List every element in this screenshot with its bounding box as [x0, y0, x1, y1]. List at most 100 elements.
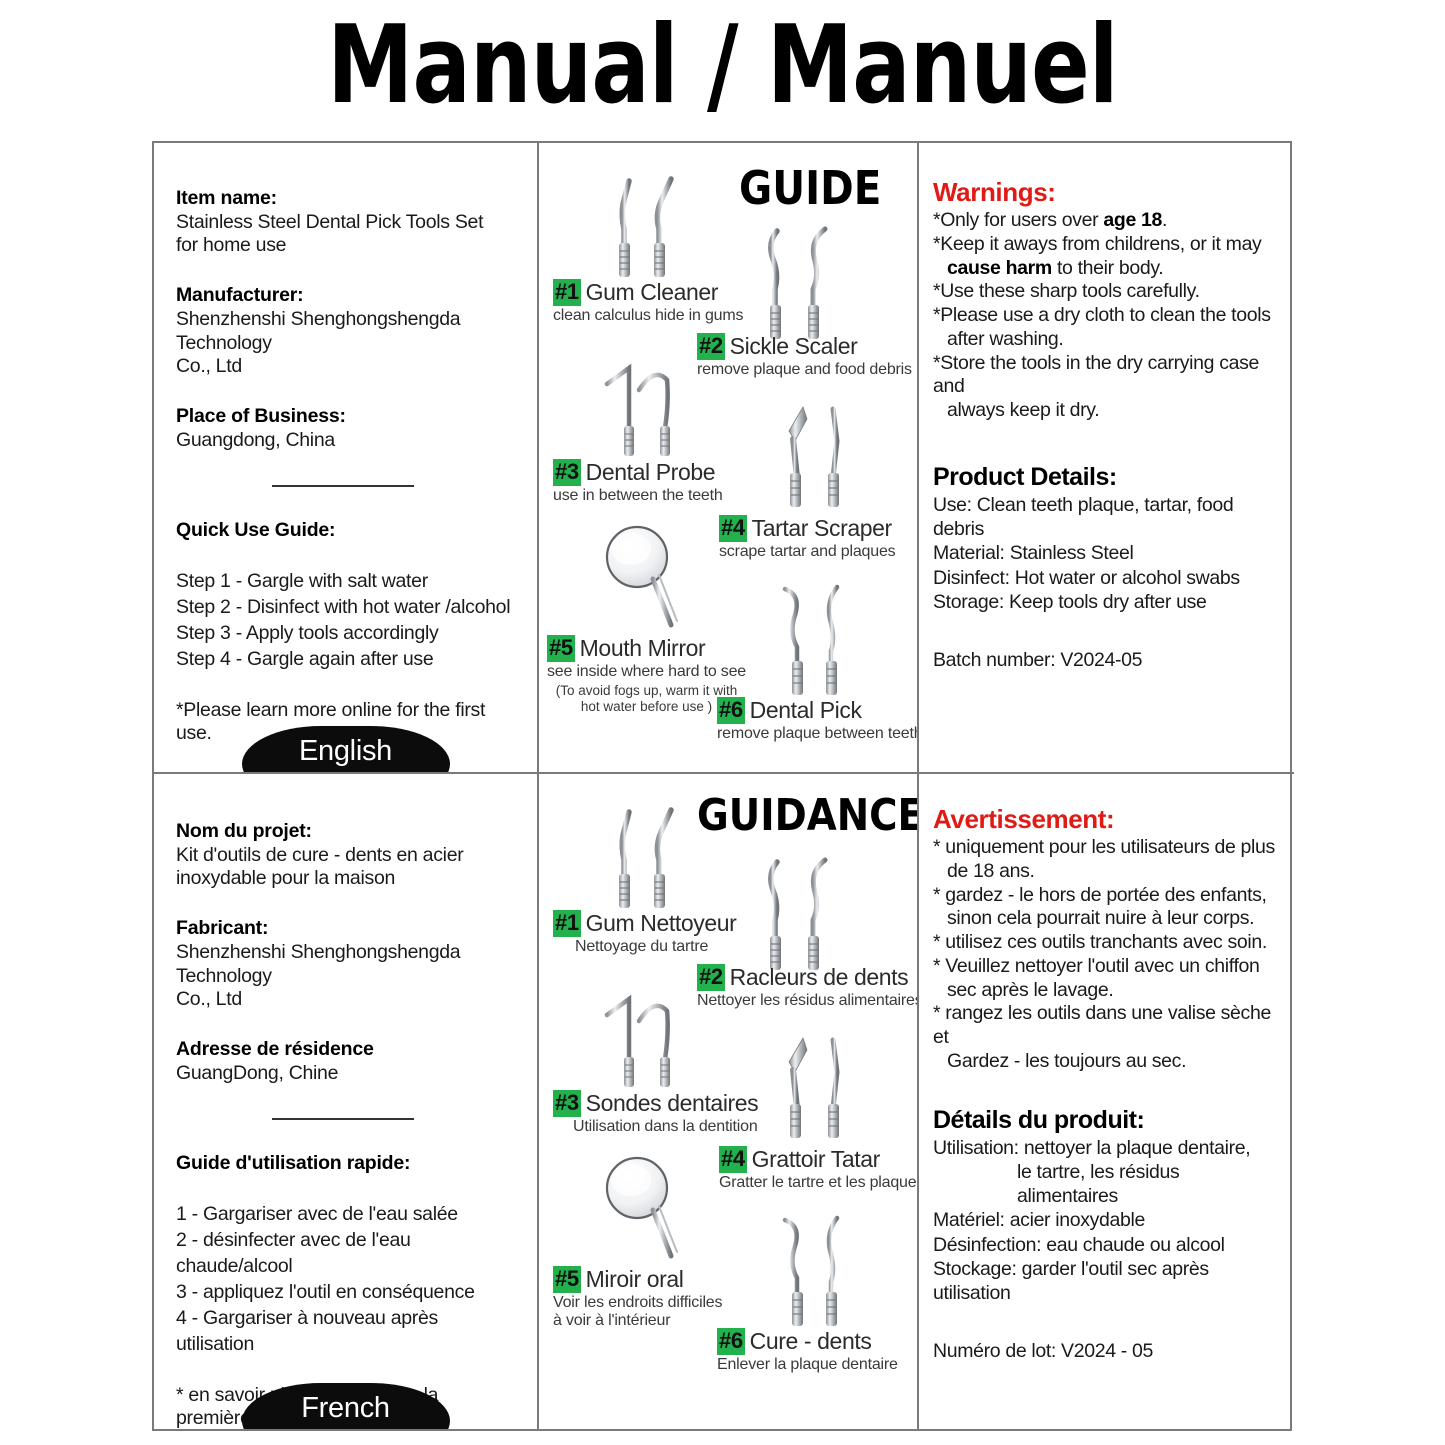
- tool-name-1-en: Gum Cleaner: [585, 279, 719, 305]
- tool-desc-6-en: remove plaque between teeth: [717, 725, 919, 742]
- tool-label-1-fr: #1 Gum Nettoyeur: [553, 910, 737, 937]
- tool-sub-5a-fr: à voir à l'intérieur: [553, 1312, 671, 1329]
- fr-step-1: 1 - Gargariser avec de l'eau salée: [176, 1203, 458, 1226]
- english-warnings-panel: Warnings: *Only for users over age 18. *…: [919, 143, 1294, 774]
- fr-manufacturer-line1: Shenzhenshi Shenghongshengda Technology: [176, 941, 461, 987]
- en-place-value: Guangdong, China: [176, 429, 335, 452]
- fr-guide-heading: GUIDANCE: [697, 790, 919, 841]
- fr-warn-line-8: * rangez les outils dans une valise sèch…: [933, 1002, 1271, 1049]
- tool-sub-5a-en: (To avoid fogs up, warm it with: [555, 683, 738, 698]
- en-item-name-line1: Stainless Steel Dental Pick Tools Set: [176, 211, 484, 233]
- tool-desc-3-en: use in between the teeth: [553, 487, 723, 504]
- tool-name-5-en: Mouth Mirror: [579, 635, 706, 661]
- tool-badge-5-fr: #5: [553, 1266, 581, 1293]
- fr-place-label: Adresse de résidence: [176, 1038, 374, 1061]
- en-item-name-label: Item name:: [176, 187, 277, 209]
- tool-badge-1-en: #1: [553, 279, 581, 306]
- language-pill-french: French: [241, 1383, 450, 1429]
- tool-desc-5-fr: Voir les endroits difficiles: [553, 1294, 723, 1311]
- en-warnings-heading: Warnings:: [933, 177, 1056, 207]
- en-footnote: *Please learn more online for the first …: [176, 698, 486, 744]
- fr-place-value: GuangDong, Chine: [176, 1062, 339, 1085]
- tool-art-sondes-dentaires: [604, 994, 670, 1087]
- tool-name-4-fr: Grattoir Tatar: [751, 1146, 881, 1172]
- tool-label-4-fr: #4 Grattoir Tatar: [719, 1146, 917, 1173]
- en-pd-line-4: Storage: Keep tools dry after use: [933, 590, 1207, 613]
- tool-label-3-en: #3 Dental Probe: [553, 459, 723, 486]
- fr-item-name-line1: Kit d'outils de cure - dents en acier: [176, 844, 464, 866]
- tool-art-racleurs-de-dents: [768, 857, 828, 970]
- tool-entry-2-en: #2 Sickle Scaler remove plaque and food …: [697, 333, 912, 379]
- tool-entry-4-fr: #4 Grattoir Tatar Gratter le tartre et l…: [719, 1146, 919, 1192]
- tool-badge-6-fr: #6: [717, 1328, 745, 1355]
- en-step-1: Step 1 - Gargle with salt water: [176, 570, 428, 593]
- french-guide-panel: GUIDANCE #1 Gum Nettoyeur Nettoyage du t…: [539, 774, 919, 1429]
- tool-art-dental-pick: [782, 584, 840, 695]
- tool-name-3-fr: Sondes dentaires: [585, 1090, 759, 1116]
- tool-label-1-en: #1 Gum Cleaner: [553, 279, 743, 306]
- tool-name-5-fr: Miroir oral: [585, 1266, 684, 1292]
- en-step-2: Step 2 - Disinfect with hot water /alcoh…: [176, 596, 511, 619]
- fr-warn-line-1: * uniquement pour les utilisateurs de pl…: [933, 836, 1275, 858]
- en-pd-line-2: Material: Stainless Steel: [933, 542, 1134, 565]
- page-title: Manual / Manuel: [327, 3, 1118, 128]
- tool-entry-1-fr: #1 Gum Nettoyeur Nettoyage du tartre: [553, 910, 737, 956]
- tool-desc-5-en: see inside where hard to see: [547, 663, 746, 680]
- tool-art-cure-dents: [782, 1215, 840, 1326]
- tool-art-dental-probe: [604, 363, 670, 456]
- tool-name-2-en: Sickle Scaler: [729, 333, 858, 359]
- en-warn-line-5: *Please use a dry cloth to clean the too…: [933, 304, 1271, 327]
- tool-label-3-fr: #3 Sondes dentaires: [553, 1090, 759, 1117]
- tool-desc-2-fr: Nettoyer les résidus alimentaires: [697, 992, 919, 1009]
- fr-pd-line-4: Désinfection: eau chaude ou alcool: [933, 1233, 1225, 1256]
- fr-warn-line-9: Gardez - les toujours au sec.: [947, 1050, 1187, 1073]
- tool-entry-3-en: #3 Dental Probe use in between the teeth: [553, 459, 723, 505]
- fr-quick-guide-label: Guide d'utilisation rapide:: [176, 1152, 411, 1175]
- tool-badge-6-en: #6: [717, 697, 745, 724]
- french-info-panel: Nom du projet: Kit d'outils de cure - de…: [154, 774, 539, 1429]
- tool-art-grattoir-tatar: [788, 1037, 840, 1138]
- tool-label-6-fr: #6 Cure - dents: [717, 1328, 898, 1355]
- fr-warn-line-5: * utilisez ces outils tranchants avec so…: [933, 931, 1267, 954]
- en-warn-line-6: after washing.: [947, 327, 1064, 350]
- tool-badge-4-fr: #4: [719, 1146, 747, 1173]
- tool-badge-1-fr: #1: [553, 910, 581, 937]
- tool-badge-2-en: #2: [697, 333, 725, 360]
- fr-warn-line-4: sinon cela pourrait nuire à leur corps.: [947, 907, 1255, 930]
- english-guide-panel: GUIDE: [539, 143, 919, 774]
- tool-art-tartar-scraper: [788, 406, 840, 507]
- en-place-label: Place of Business:: [176, 405, 346, 428]
- tool-name-1-fr: Gum Nettoyeur: [585, 910, 737, 936]
- tool-name-3-en: Dental Probe: [585, 459, 716, 485]
- tool-entry-2-fr: #2 Racleurs de dents Nettoyer les résidu…: [697, 964, 919, 1010]
- fr-pd-line-5: Stockage: garder l'outil sec après utili…: [933, 1257, 1209, 1304]
- fr-warnings-heading: Avertissement:: [933, 804, 1115, 834]
- tool-label-5-fr: #5 Miroir oral: [553, 1266, 722, 1293]
- tool-name-2-fr: Racleurs de dents: [729, 964, 909, 990]
- tool-entry-6-en: #6 Dental Pick remove plaque between tee…: [717, 697, 919, 743]
- tool-desc-4-fr: Gratter le tartre et les plaques: [719, 1174, 919, 1191]
- en-warn-line-2: *Keep it aways from childrens, or it may: [933, 232, 1262, 255]
- en-step-4: Step 4 - Gargle again after use: [176, 647, 434, 670]
- fr-warn-line-2: de 18 ans.: [947, 859, 1035, 882]
- tool-name-4-en: Tartar Scraper: [751, 515, 893, 541]
- tool-art-mouth-mirror: [605, 525, 678, 628]
- french-warnings-panel: Avertissement: * uniquement pour les uti…: [919, 774, 1294, 1429]
- tool-name-6-en: Dental Pick: [749, 697, 862, 723]
- tool-entry-5-fr: #5 Miroir oral Voir les endroits diffici…: [553, 1266, 723, 1330]
- fr-batch-number: Numéro de lot: V2024 - 05: [933, 1340, 1153, 1363]
- section-divider-rule-fr: [272, 1118, 414, 1121]
- en-warn-line-4: *Use these sharp tools carefully.: [933, 280, 1200, 303]
- en-warn-line-8: always keep it dry.: [947, 399, 1100, 422]
- tool-desc-1-fr: Nettoyage du tartre: [575, 938, 709, 955]
- tool-entry-5-en: #5 Mouth Mirror see inside where hard to…: [547, 635, 746, 716]
- en-manufacturer-line1: Shenzhenshi Shenghongshengda Technology: [176, 308, 461, 354]
- tool-badge-4-en: #4: [719, 515, 747, 542]
- language-pill-english: English: [241, 726, 450, 772]
- tool-art-gum-cleaner: [619, 176, 674, 277]
- fr-step-4: 4 - Gargariser à nouveau après utilisati…: [176, 1306, 438, 1355]
- en-warn-line-7: *Store the tools in the dry carrying cas…: [933, 351, 1259, 398]
- tool-badge-5-en: #5: [547, 635, 575, 662]
- en-guide-heading: GUIDE: [739, 161, 882, 215]
